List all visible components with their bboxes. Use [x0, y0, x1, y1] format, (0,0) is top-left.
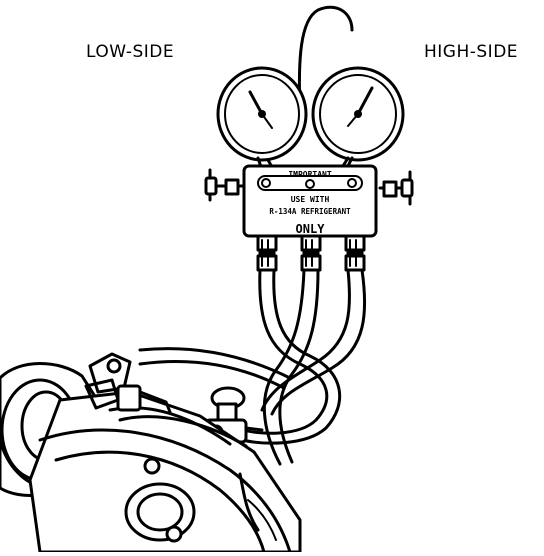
low-gauge-needle	[248, 90, 264, 116]
low-side-label: LOW-SIDE	[86, 42, 175, 62]
loose-hose-lower	[138, 360, 286, 390]
plate-text-use-with: USE WITH	[291, 195, 330, 204]
plate-text-refrigerant: R-134A REFRIGERANT	[269, 207, 351, 216]
low-side-fitting	[256, 234, 278, 272]
low-side-gauge	[216, 66, 308, 174]
loose-hose-upper	[138, 347, 292, 380]
high-side-valve-knob[interactable]	[378, 170, 414, 206]
mounting-bracket	[88, 352, 132, 394]
manifold-body: IMPORTANT USE WITH R-134A REFRIGERANT ON…	[242, 164, 378, 238]
low-side-valve-knob[interactable]	[204, 168, 246, 202]
high-side-hose	[260, 268, 367, 416]
high-side-fitting	[344, 234, 366, 272]
compressor-port	[124, 482, 196, 542]
ac-compressor	[0, 352, 302, 554]
high-side-label: HIGH-SIDE	[424, 42, 519, 62]
high-gauge-needle	[356, 86, 374, 116]
center-fitting	[300, 234, 322, 272]
high-side-gauge	[311, 66, 405, 174]
plate-text-only: ONLY	[296, 222, 326, 236]
hanger-hook	[297, 5, 354, 114]
plate-text-important: IMPORTANT	[288, 170, 332, 179]
low-side-hose	[232, 268, 342, 445]
